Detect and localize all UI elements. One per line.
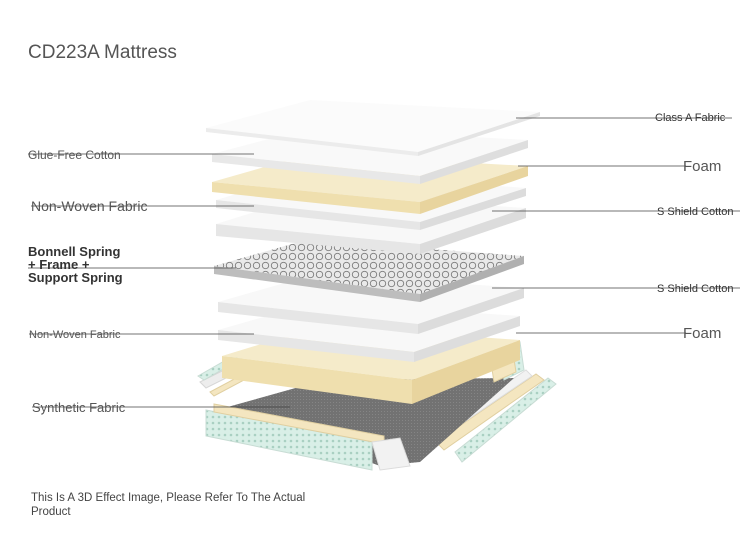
- label-foam-top: Foam: [683, 158, 722, 175]
- label-glue-free-cotton: Glue-Free Cotton: [28, 148, 121, 162]
- label-synthetic-fabric: Synthetic Fabric: [32, 400, 126, 415]
- label-non-woven-top: Non-Woven Fabric: [31, 198, 148, 214]
- label-foam-bottom: Foam: [683, 325, 722, 342]
- page-title: CD223A Mattress: [28, 42, 177, 63]
- leader-lines: [28, 117, 740, 408]
- label-s-shield-cotton-top: S Shield Cotton: [657, 206, 734, 218]
- label-s-shield-cotton-bottom: S Shield Cotton: [657, 283, 734, 295]
- label-bonnell-line-2: + Frame +: [28, 257, 90, 272]
- synthetic-fabric-layer: [224, 378, 514, 466]
- class-a-fabric-layer: [206, 100, 540, 156]
- label-class-a-fabric: Class A Fabric: [655, 112, 726, 124]
- disclaimer-note: This Is A 3D Effect Image, Please Refer …: [31, 492, 306, 518]
- bonnell-spring-unit: [214, 240, 524, 302]
- label-bonnell-spring: Bonnell Spring + Frame + Support Spring: [28, 245, 123, 284]
- label-bonnell-line-1: Bonnell Spring: [28, 244, 121, 259]
- label-non-woven-bottom: Non-Woven Fabric: [29, 329, 121, 341]
- label-bonnell-line-3: Support Spring: [28, 270, 123, 285]
